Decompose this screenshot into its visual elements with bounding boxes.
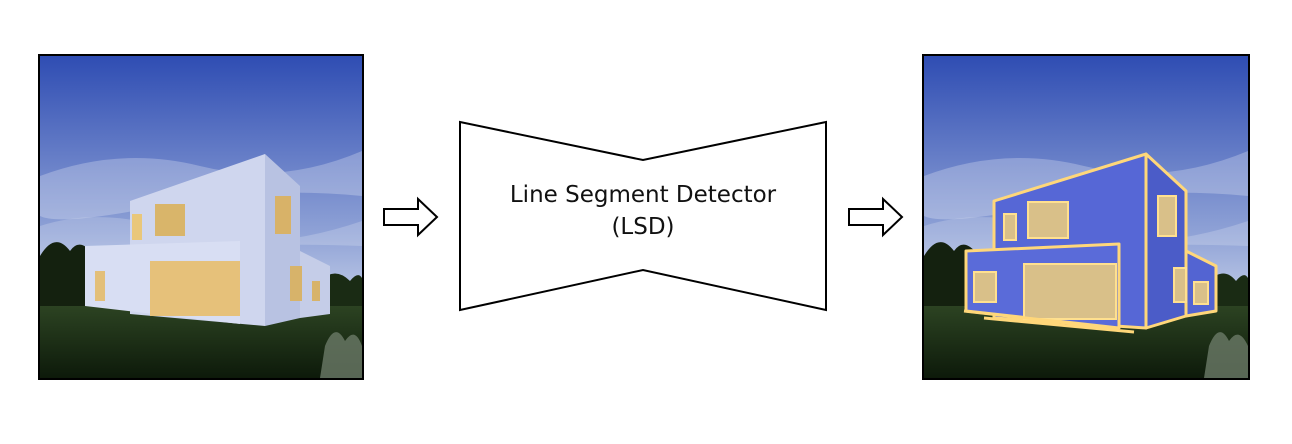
bowtie-shape <box>459 120 827 312</box>
detector-abbreviation: (LSD) <box>611 214 675 240</box>
line-segment-detector-block: Line Segment Detector (LSD) <box>456 118 830 314</box>
right-arrow-icon <box>383 196 439 238</box>
right-arrow-icon <box>848 196 904 238</box>
output-house-image <box>922 54 1250 380</box>
house-photo-icon <box>40 56 362 378</box>
input-house-image <box>38 54 364 380</box>
detector-label: Line Segment Detector <box>509 182 777 208</box>
house-photo-with-detected-lines-icon <box>924 56 1248 378</box>
